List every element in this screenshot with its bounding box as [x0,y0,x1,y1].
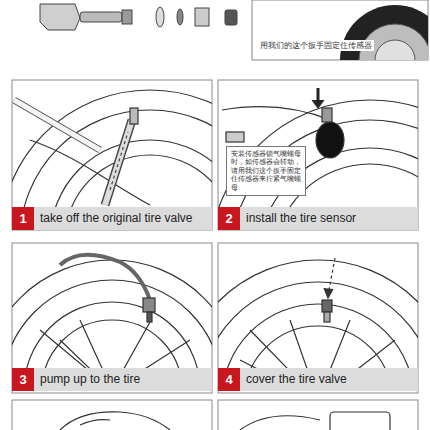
step-caption: pump up to the tire 3 [12,368,212,391]
step-caption: install the tire sensor 2 [218,207,418,230]
node-text: install the tire sensor [246,207,356,230]
node-text: take off the original tire valve [40,207,193,230]
tire-removal [12,90,212,207]
panel-frames [12,80,418,430]
monitor-figure [240,412,390,430]
hand-figure [60,412,170,430]
tire-inflate [12,255,212,368]
step-caption: take off the original tire valve 1 [12,207,212,230]
sensor-parts [40,4,237,30]
node-text: cover the tire valve [246,368,347,391]
node-text: 1 [12,207,34,230]
step-number: 1 [12,207,34,230]
note-callout: 安装传感器锁气嘴螺母时，如传感器会转动，请用我们这个扳手固定住传感器来拧紧气嘴螺… [226,146,306,196]
node-text: 2 [218,207,240,230]
step-number: 4 [218,368,240,391]
node-text: 安装传感器锁气嘴螺母时，如传感器会转动，请用我们这个扳手固定住传感器来拧紧气嘴螺… [231,150,301,192]
node-text: pump up to the tire [40,368,140,391]
node-text: 3 [12,368,34,391]
node-text: 4 [218,368,240,391]
tire-top [340,5,428,60]
note-text: 用我们的这个扳手固定住传感器 [258,40,374,51]
step-number: 2 [218,207,240,230]
valve-cap [218,258,418,368]
step-caption: cover the tire valve 4 [218,368,418,391]
sensor-install [218,88,418,207]
step-number: 3 [12,368,34,391]
